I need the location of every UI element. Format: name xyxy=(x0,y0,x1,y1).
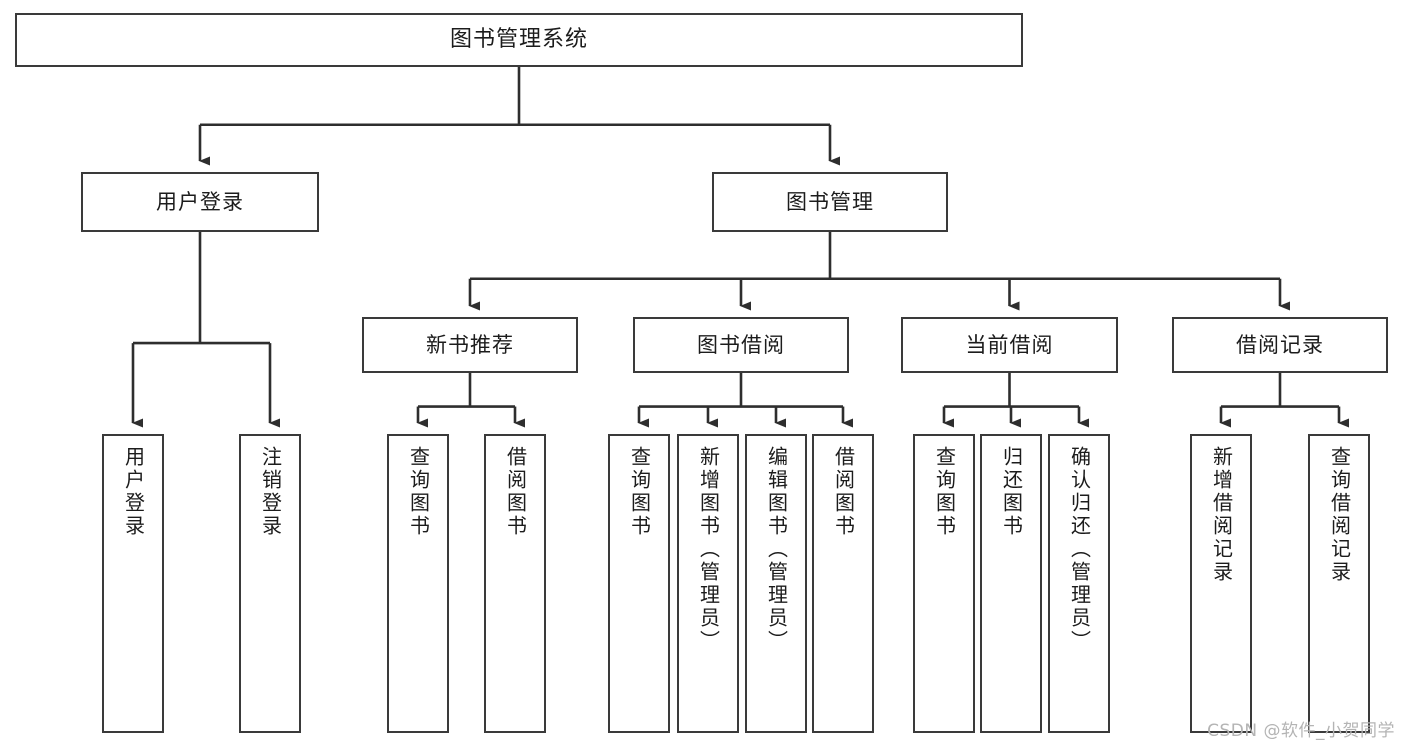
node-leaf-7[interactable]: 编辑图书（管理员） xyxy=(745,434,807,733)
node-label: 借阅图书 xyxy=(831,446,856,538)
node-label: 用户登录 xyxy=(121,446,146,538)
node-leaf-2[interactable]: 注销登录 xyxy=(239,434,301,733)
node-borrow-record[interactable]: 借阅记录 xyxy=(1172,317,1388,373)
node-leaf-8[interactable]: 借阅图书 xyxy=(812,434,874,733)
node-leaf-10[interactable]: 归还图书 xyxy=(980,434,1042,733)
node-label: 查询图书 xyxy=(932,446,957,538)
node-new-book-rec[interactable]: 新书推荐 xyxy=(362,317,578,373)
node-user-login[interactable]: 用户登录 xyxy=(81,172,319,232)
node-leaf-3[interactable]: 查询图书 xyxy=(387,434,449,733)
node-label: 当前借阅 xyxy=(965,332,1054,357)
node-label: 编辑图书（管理员） xyxy=(764,446,789,653)
node-book-borrow[interactable]: 图书借阅 xyxy=(633,317,849,373)
node-label: 确认归还（管理员） xyxy=(1067,446,1092,653)
node-label: 归还图书 xyxy=(999,446,1024,538)
node-label: 借阅图书 xyxy=(503,446,528,538)
node-leaf-11[interactable]: 确认归还（管理员） xyxy=(1048,434,1110,733)
node-label: 图书管理系统 xyxy=(449,27,588,53)
node-label: 注销登录 xyxy=(258,446,283,538)
node-label: 查询图书 xyxy=(406,446,431,538)
node-leaf-13[interactable]: 查询借阅记录 xyxy=(1308,434,1370,733)
node-label: 借阅记录 xyxy=(1236,332,1324,357)
node-current-borrow[interactable]: 当前借阅 xyxy=(901,317,1118,373)
node-book-manage[interactable]: 图书管理 xyxy=(712,172,948,232)
node-label: 用户登录 xyxy=(156,189,244,214)
node-label: 新增借阅记录 xyxy=(1209,446,1234,584)
node-label: 新书推荐 xyxy=(426,332,514,357)
node-leaf-1[interactable]: 用户登录 xyxy=(102,434,164,733)
node-label: 查询借阅记录 xyxy=(1327,446,1352,584)
node-leaf-4[interactable]: 借阅图书 xyxy=(484,434,546,733)
node-label: 新增图书（管理员） xyxy=(696,446,721,653)
node-label: 图书借阅 xyxy=(697,332,785,357)
node-leaf-12[interactable]: 新增借阅记录 xyxy=(1190,434,1252,733)
node-leaf-5[interactable]: 查询图书 xyxy=(608,434,670,733)
node-leaf-9[interactable]: 查询图书 xyxy=(913,434,975,733)
node-leaf-6[interactable]: 新增图书（管理员） xyxy=(677,434,739,733)
node-label: 图书管理 xyxy=(786,189,874,214)
node-label: 查询图书 xyxy=(627,446,652,538)
watermark-text: CSDN @软件_小贺同学 xyxy=(1207,721,1395,741)
node-root[interactable]: 图书管理系统 xyxy=(15,13,1023,67)
